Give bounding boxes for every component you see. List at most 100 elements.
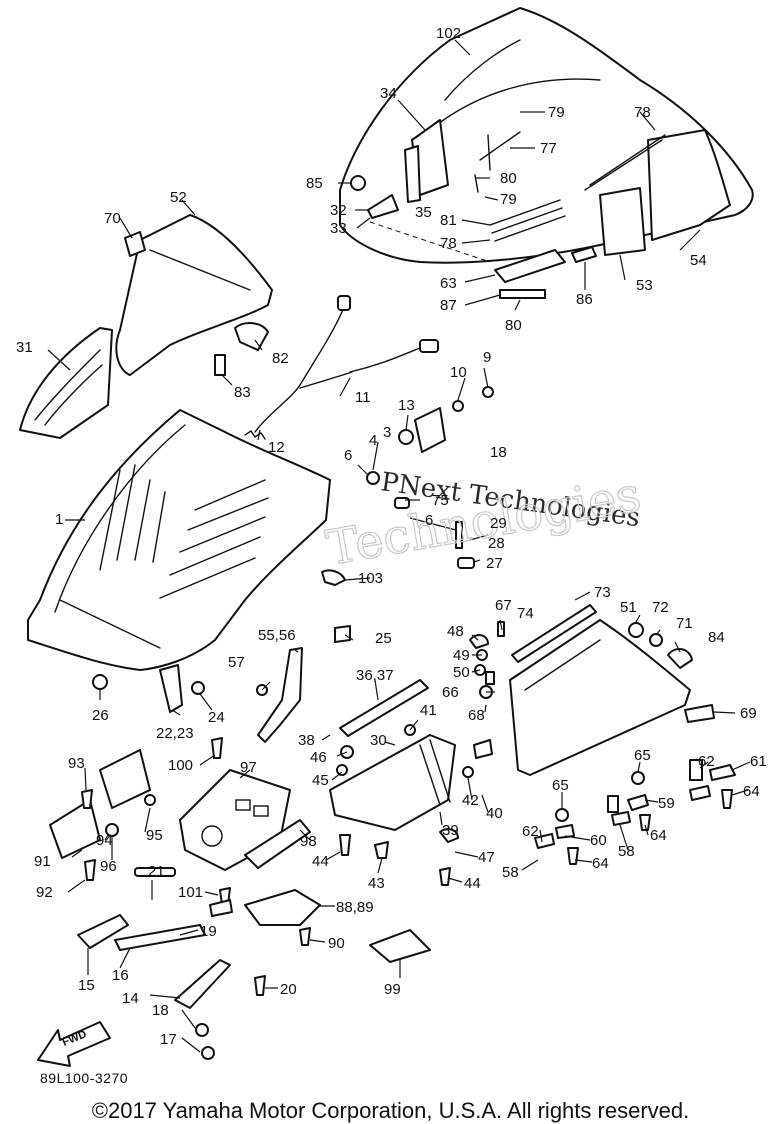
label-77: 77 <box>540 140 557 157</box>
bracket-98 <box>244 819 311 869</box>
label-67: 67 <box>495 597 512 614</box>
label-99: 99 <box>384 981 401 998</box>
label-95: 95 <box>146 827 163 844</box>
label-27: 27 <box>486 555 503 572</box>
label-79b: 79 <box>500 191 517 208</box>
label-102: 102 <box>436 25 461 42</box>
label-10: 10 <box>450 364 467 381</box>
label-48: 48 <box>447 623 464 640</box>
label-66: 66 <box>442 684 459 701</box>
label-97: 97 <box>240 759 257 776</box>
label-59: 59 <box>658 795 675 812</box>
label-21: 21 <box>148 863 165 880</box>
label-15: 15 <box>78 977 95 994</box>
label-103: 103 <box>358 570 383 587</box>
label-41: 41 <box>420 702 437 719</box>
label-74: 74 <box>517 605 534 622</box>
label-3: 3 <box>383 424 391 441</box>
label-33: 33 <box>330 220 347 237</box>
label-46: 46 <box>310 749 327 766</box>
label-17: 17 <box>160 1031 177 1048</box>
label-65b: 65 <box>552 777 569 794</box>
label-87: 87 <box>440 297 457 314</box>
label-13: 13 <box>398 397 415 414</box>
label-52: 52 <box>170 189 187 206</box>
label-44: 44 <box>312 853 329 870</box>
label-81: 81 <box>440 212 457 229</box>
label-58b: 58 <box>502 864 519 881</box>
copyright-notice: ©2017 Yamaha Motor Corporation, U.S.A. A… <box>91 1098 690 1123</box>
label-64c: 64 <box>592 855 609 872</box>
label-35: 35 <box>415 204 432 221</box>
label-72: 72 <box>652 599 669 616</box>
label-14: 14 <box>122 990 139 1007</box>
windshield-102 <box>339 7 754 299</box>
label-84: 84 <box>708 629 725 646</box>
label-58: 58 <box>618 843 635 860</box>
label-64b: 64 <box>650 827 667 844</box>
label-31: 31 <box>16 339 33 356</box>
label-6: 6 <box>344 447 352 464</box>
fwd-arrow-icon: FWD <box>37 1021 111 1067</box>
label-85: 85 <box>306 175 323 192</box>
label-16: 16 <box>112 967 129 984</box>
rails-and-brackets <box>159 625 429 743</box>
brackets-91-94 <box>49 749 156 859</box>
label-50: 50 <box>453 664 470 681</box>
label-43: 43 <box>368 875 385 892</box>
label-32: 32 <box>330 202 347 219</box>
label-29: 29 <box>490 515 507 532</box>
label-71: 71 <box>676 615 693 632</box>
label-62: 62 <box>698 753 715 770</box>
label-45: 45 <box>312 772 329 789</box>
label-30: 30 <box>370 732 387 749</box>
label-96: 96 <box>100 858 117 875</box>
label-93: 93 <box>68 755 85 772</box>
label-63: 63 <box>440 275 457 292</box>
floor-brackets <box>77 867 231 1060</box>
label-60: 60 <box>590 832 607 849</box>
label-22-23: 22,23 <box>156 725 194 742</box>
label-18b: 18 <box>152 1002 169 1019</box>
dash-panel-30 <box>329 734 456 831</box>
part-labels: 102 34 79 78 77 85 35 80 79 32 33 81 78 … <box>16 25 767 1048</box>
label-57: 57 <box>228 654 245 671</box>
diagram-code: 89L100-3270 <box>40 1070 129 1086</box>
label-38: 38 <box>298 732 315 749</box>
label-98: 98 <box>300 833 317 850</box>
label-75: 75 <box>432 492 449 509</box>
label-68: 68 <box>468 707 485 724</box>
label-80: 80 <box>500 170 517 187</box>
label-1: 1 <box>55 511 63 528</box>
label-91: 91 <box>34 853 51 870</box>
label-51: 51 <box>620 599 637 616</box>
label-24: 24 <box>208 709 225 726</box>
label-55-56: 55,56 <box>258 627 296 644</box>
label-78b: 78 <box>440 235 457 252</box>
label-65: 65 <box>634 747 651 764</box>
label-26: 26 <box>92 707 109 724</box>
label-25: 25 <box>375 630 392 647</box>
label-83: 83 <box>234 384 251 401</box>
label-101: 101 <box>178 884 203 901</box>
label-28: 28 <box>488 535 505 552</box>
pad-88-89 <box>244 889 321 926</box>
wiring-harness-11 <box>244 295 439 440</box>
label-82: 82 <box>272 350 289 367</box>
label-88-89: 88,89 <box>336 899 374 916</box>
right-panel-51 <box>509 604 715 776</box>
label-54: 54 <box>690 252 707 269</box>
label-6b: 6 <box>425 512 433 529</box>
label-78: 78 <box>634 104 651 121</box>
label-47: 47 <box>478 849 495 866</box>
label-86: 86 <box>576 291 593 308</box>
hood-1 <box>27 409 331 671</box>
label-39: 39 <box>442 822 459 839</box>
side-panel-52 <box>115 214 273 376</box>
label-64: 64 <box>743 783 760 800</box>
label-61: 61 <box>750 753 767 770</box>
label-20: 20 <box>280 981 297 998</box>
label-79: 79 <box>548 104 565 121</box>
hardware-cluster <box>92 386 494 690</box>
